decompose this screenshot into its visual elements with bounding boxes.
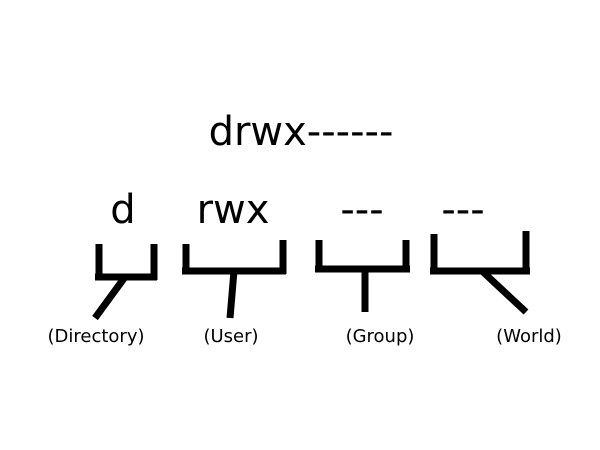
segment-group: --- <box>340 187 384 233</box>
bracket-group <box>315 240 410 312</box>
segment-directory: d <box>110 187 136 233</box>
label-world: (World) <box>496 326 562 347</box>
label-user: (User) <box>203 326 259 347</box>
label-directory: (Directory) <box>47 326 145 347</box>
bracket-directory <box>92 244 158 321</box>
bracket-user <box>182 240 287 319</box>
segment-world: --- <box>441 187 485 233</box>
segment-user: rwx <box>196 187 270 233</box>
label-group: (Group) <box>345 326 415 347</box>
permission-string: drwx------ <box>208 109 394 155</box>
bracket-world <box>430 231 530 315</box>
